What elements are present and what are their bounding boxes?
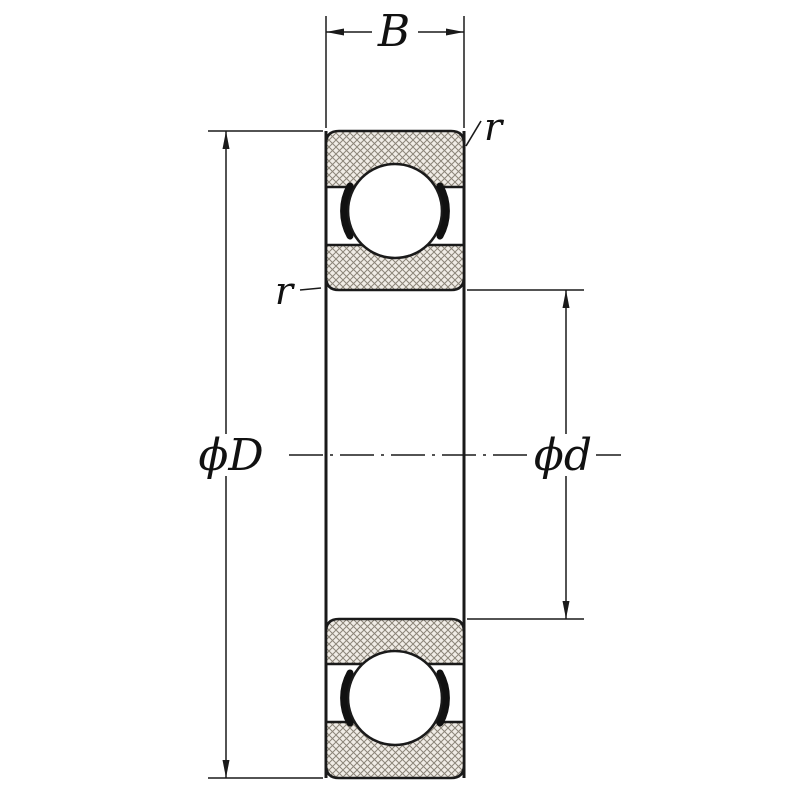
chamfer-leader-left	[299, 287, 322, 291]
ball-bottom	[346, 649, 444, 747]
outer-ring-top-section	[324, 129, 466, 189]
dim-b-label-bg	[372, 6, 418, 48]
dim-bore-arrow-top	[562, 290, 570, 308]
dim-bore-label: ϕd	[534, 430, 592, 481]
dim-od-label: ϕD	[198, 430, 263, 481]
dim-b-arrow-right	[446, 28, 464, 36]
dim-od-label-bg	[196, 434, 266, 476]
seal-groove-top-right	[436, 182, 450, 240]
inner-ring-top-section	[324, 243, 466, 292]
dim-b-arrow-left	[326, 28, 344, 36]
inner-ring-bottom-section	[324, 617, 466, 666]
dim-od-arrow-bottom	[222, 760, 230, 778]
dim-b-label: B	[377, 6, 410, 57]
ball-top	[346, 162, 444, 260]
chamfer-label-top-right: r	[484, 105, 505, 149]
chamfer-leader-top-right	[465, 120, 482, 147]
seal-groove-top-left	[340, 182, 354, 240]
seal-groove-bottom-right	[436, 669, 450, 727]
chamfer-label-left: r	[275, 269, 296, 313]
dim-od-arrow-top	[222, 131, 230, 149]
seal-groove-bottom-left	[340, 669, 354, 727]
outer-ring-bottom-section	[324, 720, 466, 780]
dim-bore-arrow-bottom	[562, 601, 570, 619]
dim-bore-label-bg	[532, 434, 596, 476]
